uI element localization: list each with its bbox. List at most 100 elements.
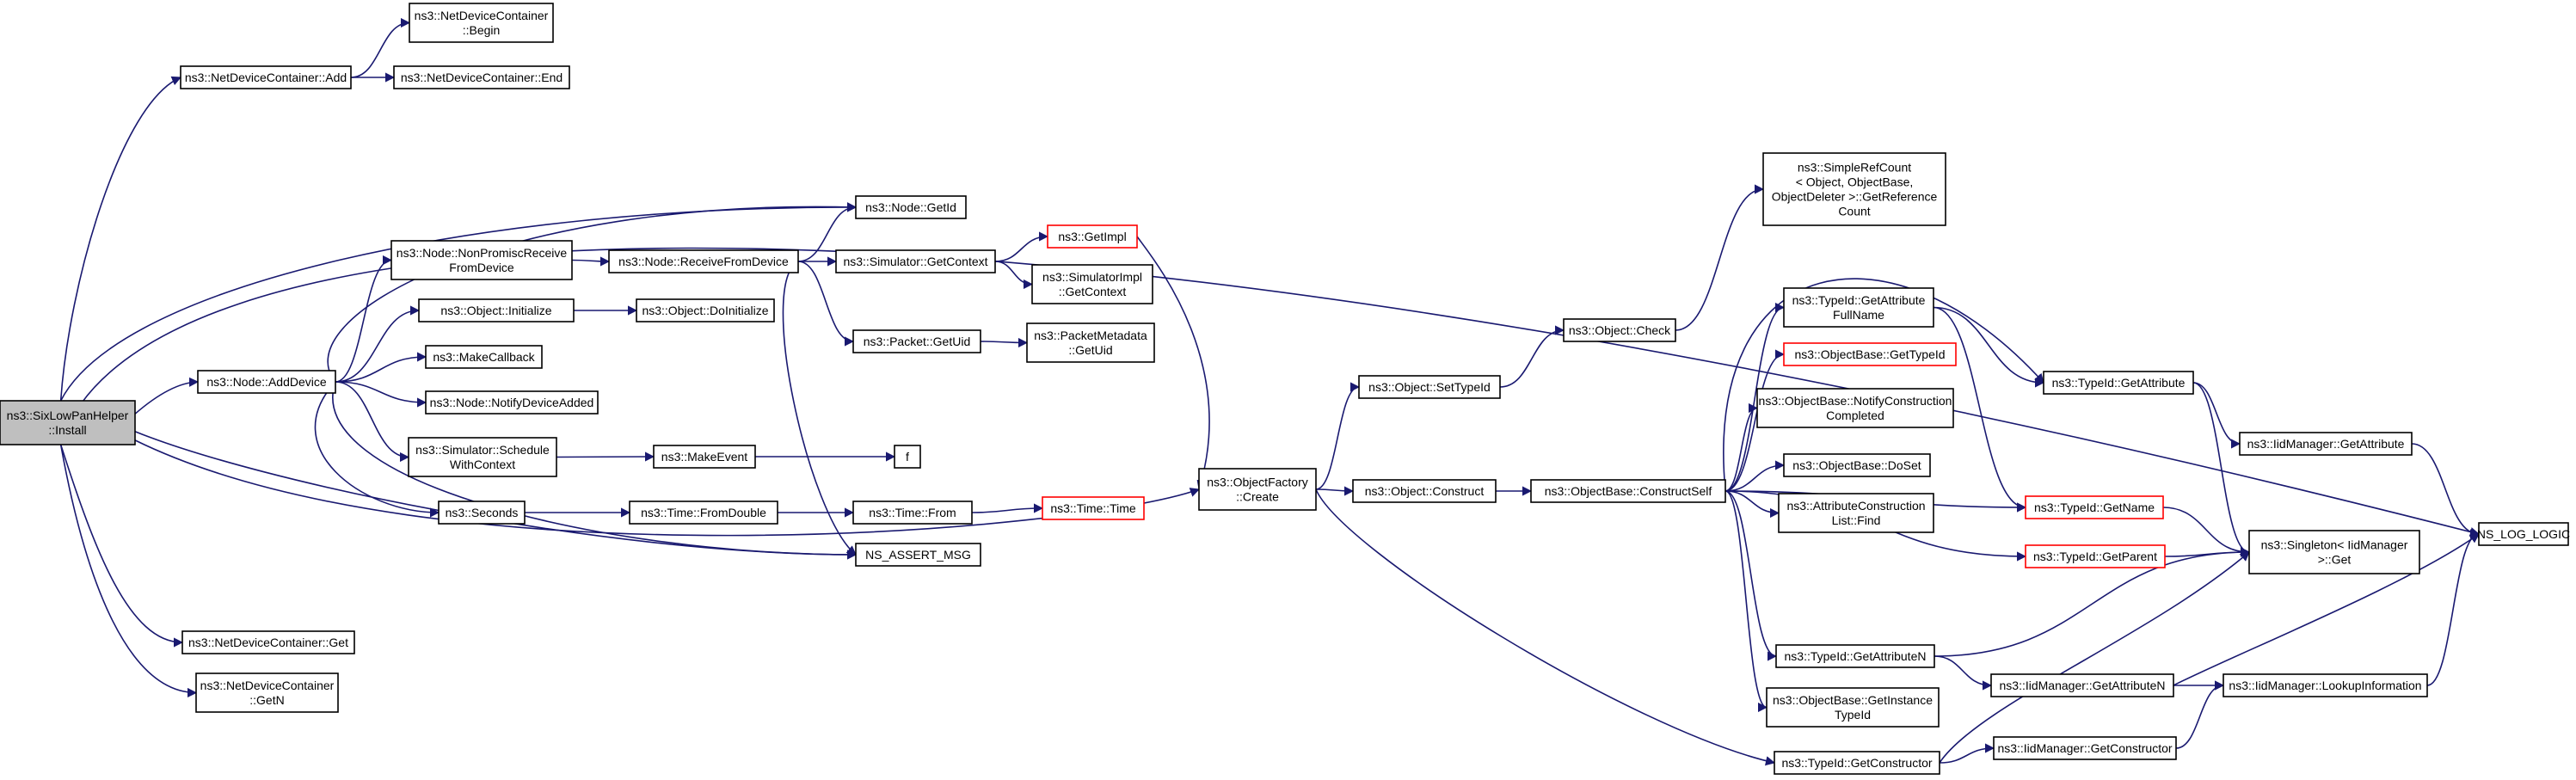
edge-obj-settypeid-to-obj-check <box>1499 325 1565 388</box>
node-node-adddevice[interactable]: ns3::Node::AddDevice <box>197 370 336 394</box>
node-node-receive[interactable]: ns3::Node::ReceiveFromDevice <box>608 249 799 273</box>
node-label: ::Create <box>1236 490 1279 504</box>
node-objbase-constructself[interactable]: ns3::ObjectBase::ConstructSelf <box>1530 479 1726 503</box>
node-packet-getuid[interactable]: ns3::Packet::GetUid <box>852 329 981 353</box>
node-box <box>2248 530 2420 574</box>
node-objbase-doset[interactable]: ns3::ObjectBase::DoSet <box>1783 453 1931 477</box>
node-obj-doinitialize[interactable]: ns3::Object::DoInitialize <box>636 298 775 322</box>
node-iidmanager-getconstructor[interactable]: ns3::IidManager::GetConstructor <box>1993 736 2177 760</box>
edge-objfactory-create-to-obj-settypeid <box>1315 382 1361 490</box>
edge-root-to-node-adddevice <box>134 377 200 415</box>
edge-objfactory-create-to-typeid-getconstructor <box>1315 488 1776 766</box>
node-box <box>835 249 996 273</box>
node-label: ns3::TypeId::GetAttribute <box>1792 293 1926 307</box>
node-time-from[interactable]: ns3::Time::From <box>852 501 973 525</box>
node-f[interactable]: f <box>894 445 921 469</box>
node-ns-log-logic[interactable]: NS_LOG_LOGIC <box>2477 522 2570 546</box>
edge-packet-getuid-to-packetmeta-getuid <box>980 337 1029 348</box>
node-label: ns3::Simulator::Schedule <box>415 443 550 457</box>
node-box <box>1783 342 1957 366</box>
node-label: FromDevice <box>449 261 514 274</box>
node-box <box>1778 493 1934 533</box>
node-objfactory-create[interactable]: ns3::ObjectFactory::Create <box>1198 468 1317 511</box>
node-label: ns3::TypeId::GetParent <box>2033 550 2157 563</box>
node-time-fromdouble[interactable]: ns3::Time::FromDouble <box>629 501 778 525</box>
node-seconds[interactable]: ns3::Seconds <box>438 501 526 525</box>
edge-root-to-ndc-getn <box>59 444 198 698</box>
node-makeevent[interactable]: ns3::MakeEvent <box>653 445 756 469</box>
node-ndc-getn[interactable]: ns3::NetDeviceContainer::GetN <box>195 673 339 713</box>
node-objbase-notify[interactable]: ns3::ObjectBase::NotifyConstructionCompl… <box>1756 388 1954 428</box>
node-box <box>0 400 136 445</box>
node-box <box>425 345 543 369</box>
node-getimpl[interactable]: ns3::GetImpl <box>1047 224 1138 249</box>
node-label: NS_LOG_LOGIC <box>2477 527 2570 541</box>
node-label: ObjectDeleter >::GetReference <box>1772 190 1938 204</box>
node-sim-getcontext[interactable]: ns3::Simulator::GetContext <box>835 249 996 273</box>
node-label: ns3::Object::Construct <box>1365 484 1485 498</box>
node-typeid-getname[interactable]: ns3::TypeId::GetName <box>2025 495 2164 519</box>
node-typeid-getparent[interactable]: ns3::TypeId::GetParent <box>2025 544 2166 568</box>
node-box <box>855 543 981 567</box>
node-label: ns3::IidManager::GetConstructor <box>1997 741 2172 755</box>
node-box <box>1775 644 1935 668</box>
node-box <box>1774 751 1940 775</box>
node-ndc-get[interactable]: ns3::NetDeviceContainer::Get <box>181 630 355 654</box>
node-label: ns3::Object::Check <box>1569 323 1671 337</box>
node-box <box>409 3 554 43</box>
node-iidmanager-getattributen[interactable]: ns3::IidManager::GetAttributeN <box>1990 673 2174 697</box>
edge-typeid-getattrfullname-to-typeid-getname <box>1933 306 2027 513</box>
edge-obj-check-to-simplerefcount <box>1675 184 1765 331</box>
edge-typeid-getattribute-to-singleton-get <box>2192 382 2251 557</box>
node-typeid-getattribute[interactable]: ns3::TypeId::GetAttribute <box>2043 371 2194 395</box>
node-label: ns3::GetImpl <box>1058 230 1126 243</box>
node-box <box>608 249 799 273</box>
node-box <box>1783 453 1931 477</box>
node-singleton-get[interactable]: ns3::Singleton< IidManager>::Get <box>2248 530 2420 574</box>
node-label: ns3::NetDeviceContainer::End <box>401 71 563 84</box>
node-obj-settypeid[interactable]: ns3::Object::SetTypeId <box>1358 375 1501 399</box>
edge-typeid-getattributen-to-iidmanager-getattributen <box>1934 655 1993 691</box>
node-label: ns3::MakeEvent <box>661 450 747 464</box>
node-simplerefcount[interactable]: ns3::SimpleRefCount< Object, ObjectBase,… <box>1762 152 1946 226</box>
node-label: f <box>906 450 909 464</box>
node-label: < Object, ObjectBase, <box>1796 175 1914 189</box>
node-makecallback[interactable]: ns3::MakeCallback <box>425 345 543 369</box>
node-box <box>1783 287 1934 328</box>
edge-typeid-getattrfullname-to-typeid-getattribute <box>1933 306 2045 388</box>
node-label: ns3::ObjectBase::ConstructSelf <box>1545 484 1712 498</box>
node-packetmeta-getuid[interactable]: ns3::PacketMetadata::GetUid <box>1026 322 1155 363</box>
node-root[interactable]: ns3::SixLowPanHelper::Install <box>0 400 136 445</box>
node-label: ns3::NetDeviceContainer <box>415 9 549 22</box>
edge-root-to-ndc-add <box>59 76 182 402</box>
node-node-getid[interactable]: ns3::Node::GetId <box>855 195 967 219</box>
node-box <box>1762 152 1946 226</box>
node-obj-initialize[interactable]: ns3::Object::Initialize <box>418 298 575 322</box>
node-label: ns3::Simulator::GetContext <box>843 255 987 268</box>
node-ndc-end[interactable]: ns3::NetDeviceContainer::End <box>393 65 570 89</box>
node-time-time[interactable]: ns3::Time::Time <box>1042 496 1145 520</box>
node-node-notify[interactable]: ns3::Node::NotifyDeviceAdded <box>425 390 599 415</box>
node-iidmanager-getattribute[interactable]: ns3::IidManager::GetAttribute <box>2239 432 2413 456</box>
node-iidmanager-lookup[interactable]: ns3::IidManager::LookupInformation <box>2222 673 2428 697</box>
node-simimpl-getcontext[interactable]: ns3::SimulatorImpl::GetContext <box>1031 264 1153 304</box>
node-obj-check[interactable]: ns3::Object::Check <box>1563 318 1676 342</box>
node-label: ::GetN <box>249 693 284 707</box>
node-ndc-begin[interactable]: ns3::NetDeviceContainer::Begin <box>409 3 554 43</box>
node-typeid-getattributen[interactable]: ns3::TypeId::GetAttributeN <box>1775 644 1935 668</box>
edge-root-to-ndc-get <box>59 444 184 648</box>
edge-typeid-getconstructor-to-iidmanager-getconstructor <box>1939 743 1995 764</box>
node-label: ns3::NetDeviceContainer::Add <box>185 71 347 84</box>
node-typeid-getconstructor[interactable]: ns3::TypeId::GetConstructor <box>1774 751 1940 775</box>
node-ndc-add[interactable]: ns3::NetDeviceContainer::Add <box>180 65 352 89</box>
node-ns-assert[interactable]: NS_ASSERT_MSG <box>855 543 981 567</box>
node-label: ns3::Singleton< IidManager <box>2261 538 2408 552</box>
edge-node-adddevice-to-obj-initialize <box>335 305 421 383</box>
node-obj-construct[interactable]: ns3::Object::Construct <box>1352 479 1497 503</box>
node-objbase-gettypeid[interactable]: ns3::ObjectBase::GetTypeId <box>1783 342 1957 366</box>
